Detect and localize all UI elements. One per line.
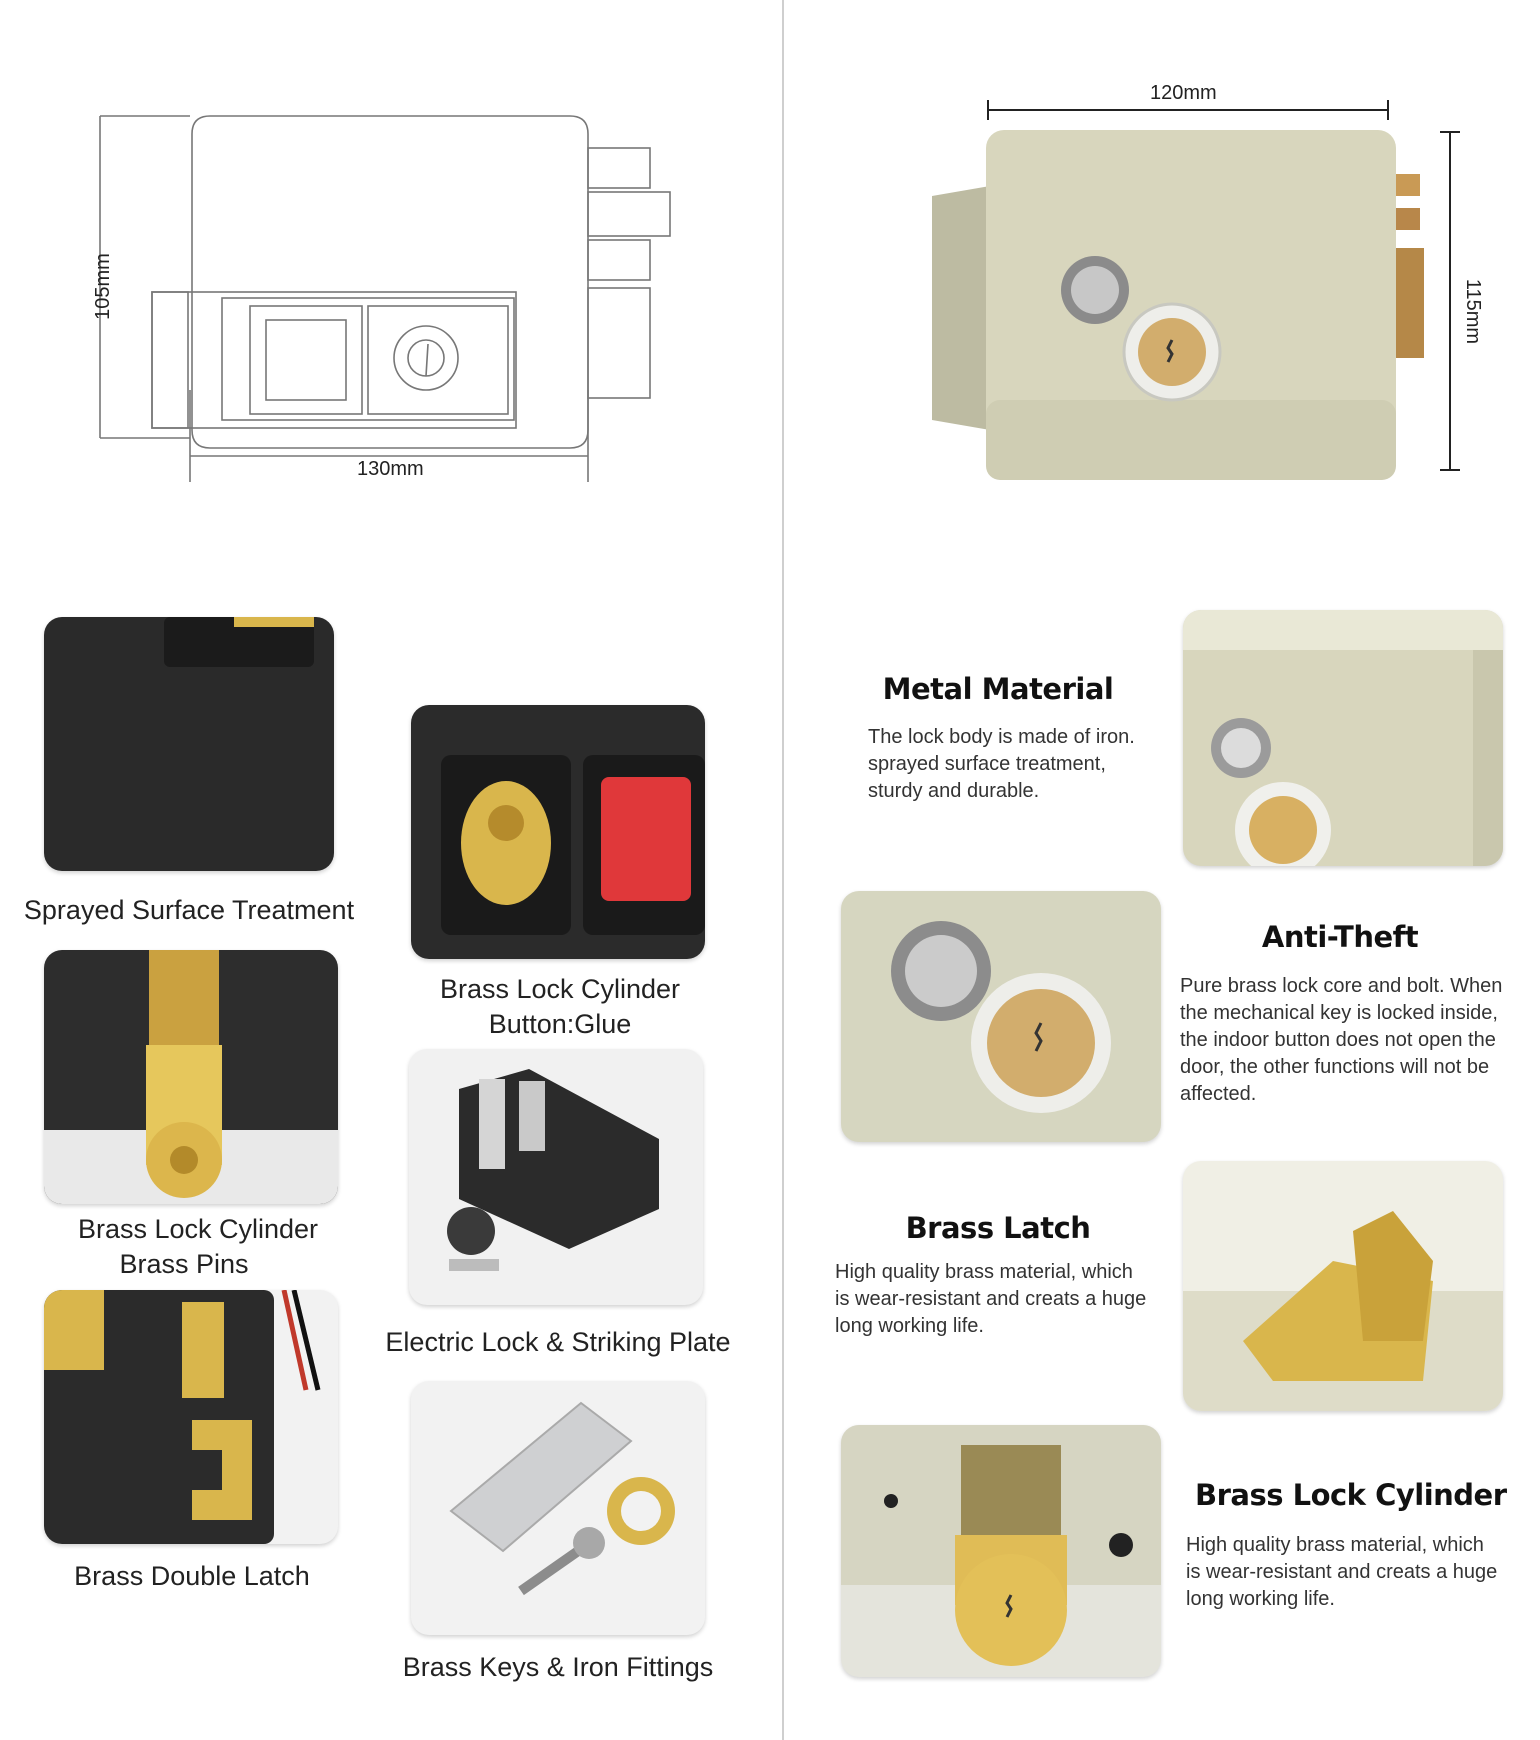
feature-desc-metal-material: The lock body is made of iron. sprayed s… — [868, 726, 1135, 802]
sprayed-surface-photo — [44, 617, 334, 871]
metal-material-photo — [1183, 610, 1503, 866]
brass-double-latch-photo — [44, 1290, 338, 1544]
center-divider — [782, 0, 784, 1740]
brass-lock-cylinder-photo — [841, 1425, 1161, 1677]
feature-title-brass-latch: Brass Latch — [905, 1211, 1091, 1245]
feature-title-brass-lock-cylinder: Brass Lock Cylinder — [1195, 1478, 1507, 1512]
caption-striking-plate: Electric Lock & Striking Plate — [385, 1327, 731, 1357]
brass-cylinder-button-photo — [411, 705, 705, 959]
caption-brass-double-latch: Brass Double Latch — [74, 1561, 310, 1591]
product-width-label: 120mm — [1150, 82, 1217, 104]
feature-title-anti-theft: Anti-Theft — [1261, 920, 1419, 954]
caption-keys-fittings: Brass Keys & Iron Fittings — [402, 1652, 714, 1682]
anti-theft-photo — [841, 891, 1161, 1142]
drawing-height-label: 105mm — [91, 253, 114, 320]
brass-latch-photo — [1183, 1161, 1503, 1411]
feature-desc-brass-lock-cylinder: High quality brass material, which is we… — [1186, 1534, 1498, 1610]
caption-brass-cylinder-button: Brass Lock Cylinder Button:Glue — [439, 974, 681, 1039]
product-height-label: 115mm — [1462, 278, 1485, 345]
technical-drawing — [99, 115, 671, 482]
feature-desc-anti-theft: Pure brass lock core and bolt. When the … — [1180, 975, 1503, 1105]
drawing-width-label: 130mm — [357, 458, 424, 480]
keys-fittings-photo — [411, 1381, 705, 1635]
striking-plate-photo — [409, 1049, 703, 1305]
feature-desc-brass-latch: High quality brass material, which is we… — [835, 1261, 1147, 1337]
product-photo — [932, 100, 1460, 480]
caption-brass-cylinder-pins: Brass Lock Cylinder Brass Pins — [77, 1214, 319, 1279]
brass-cylinder-pins-photo — [44, 950, 338, 1204]
caption-sprayed-surface: Sprayed Surface Treatment — [23, 895, 355, 925]
feature-title-metal-material: Metal Material — [882, 672, 1114, 706]
